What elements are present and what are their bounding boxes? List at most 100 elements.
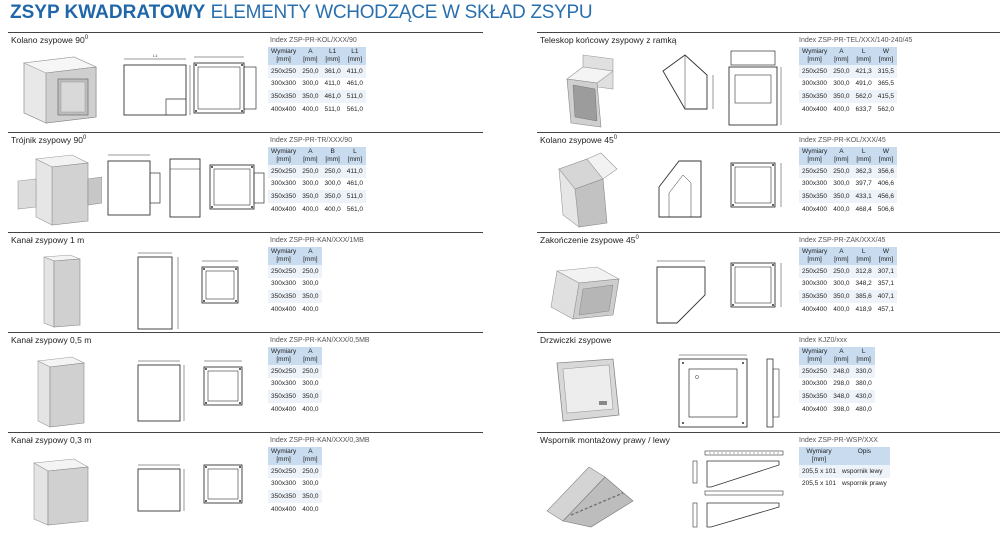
page-title: ZSYP KWADRATOWY ELEMENTY WCHODZĄCE W SKŁ…	[10, 2, 593, 24]
section-index: Index ZSP-PR-WSP/XXX	[799, 437, 878, 444]
section-index: Index ZSP-PR-KAN/XXX/0,3MB	[270, 437, 370, 444]
section-title: Teleskop końcowy zsypowy z ramką	[540, 35, 677, 45]
section-kolano-45: Kolano zsypowe 450 Index ZSP-PR-KOL/XXX/…	[537, 132, 1000, 231]
product-photo	[17, 154, 102, 226]
product-photo	[43, 254, 81, 328]
section-title: Zakończenie zsypowe 450	[540, 235, 639, 245]
section-index: Index ZSP-PR-KOL/XXX/90	[270, 37, 357, 44]
section-index: Index ZSP-PR-KAN/XXX/0,5MB	[270, 337, 370, 344]
drawing-front	[730, 162, 782, 208]
section-index: Index ZSP-PR-KOL/XXX/45	[799, 137, 886, 144]
section-index: Index ZSP-PR-TEL/XXX/140-240/45	[799, 37, 913, 44]
drawing-front	[193, 56, 257, 114]
drawing-side	[137, 464, 185, 512]
table-header-row: Wymiary[mm] A[mm] L[mm] W[mm]	[799, 147, 898, 165]
section-title: Kolano zsypowe 900	[11, 35, 89, 45]
section-drzwiczki: Drzwiczki zsypowe Index KJZ0/xxx Wymiary…	[537, 332, 1000, 431]
drawing-front	[203, 464, 243, 504]
table-header-row: Wymiary[mm] A[mm] L1[mm] L1[mm]	[268, 47, 367, 65]
section-title: Trójnik zsypowy 900	[11, 135, 87, 145]
table-header-row: Wymiary[mm] A[mm] L[mm]	[799, 347, 875, 365]
product-photo	[36, 356, 86, 428]
product-photo	[556, 358, 620, 422]
drawing-front	[730, 262, 782, 308]
drawing-side	[107, 154, 161, 216]
product-photo	[33, 458, 89, 526]
section-index: Index ZSP-PR-KAN/XXX/1MB	[270, 237, 364, 244]
table-header-row: Wymiary[mm] A[mm]	[268, 447, 322, 465]
drawing-side	[137, 360, 185, 422]
section-kanal-03m: Kanał zsypowy 0,3 m Index ZSP-PR-KAN/XXX…	[8, 432, 483, 531]
table-header-row: Wymiary[mm] A[mm] L[mm] W[mm]	[799, 47, 898, 65]
section-index: Index ZSP-PR-TR/XXX/90	[270, 137, 353, 144]
product-photo	[566, 54, 614, 128]
section-title: Kolano zsypowe 450	[540, 135, 618, 145]
drawing-side	[658, 160, 702, 218]
section-teleskop: Teleskop końcowy zsypowy z ramką Index Z…	[537, 32, 1000, 131]
section-title: Kanał zsypowy 0,5 m	[11, 335, 92, 345]
section-kolano-90: Kolano zsypowe 900 Index ZSP-PR-KOL/XXX/…	[8, 32, 483, 131]
product-photo	[558, 152, 618, 228]
table-header-row: Wymiary[mm] Opis	[799, 447, 890, 465]
section-index: Index KJZ0/xxx	[799, 337, 847, 344]
drawing-top	[169, 158, 201, 218]
table-header-row: Wymiary[mm] A[mm] B[mm] L[mm]	[268, 147, 367, 165]
product-photo	[546, 466, 634, 528]
section-title: Drzwiczki zsypowe	[540, 335, 612, 345]
product-photo	[22, 56, 98, 124]
section-title: Wspornik montażowy prawy / lewy	[540, 435, 670, 445]
drawing-side	[662, 54, 714, 110]
dim-label: L1	[153, 53, 158, 58]
section-wspornik: Wspornik montażowy prawy / lewy Index ZS…	[537, 432, 1000, 531]
drawing-side	[656, 260, 706, 324]
drawing-front	[201, 260, 239, 304]
drawing-front	[203, 360, 243, 406]
drawing-bracket	[692, 450, 784, 528]
table-header-row: Wymiary[mm] A[mm]	[268, 347, 322, 365]
title-bold: ZSYP KWADRATOWY	[10, 2, 206, 23]
drawing-side: L1	[123, 53, 191, 116]
drawing-front	[728, 50, 782, 126]
table-header-row: Wymiary[mm] A[mm]	[268, 247, 322, 265]
section-title: Kanał zsypowy 0,3 m	[11, 435, 92, 445]
section-zakonczenie-45: Zakończenie zsypowe 450 Index ZSP-PR-ZAK…	[537, 232, 1000, 331]
